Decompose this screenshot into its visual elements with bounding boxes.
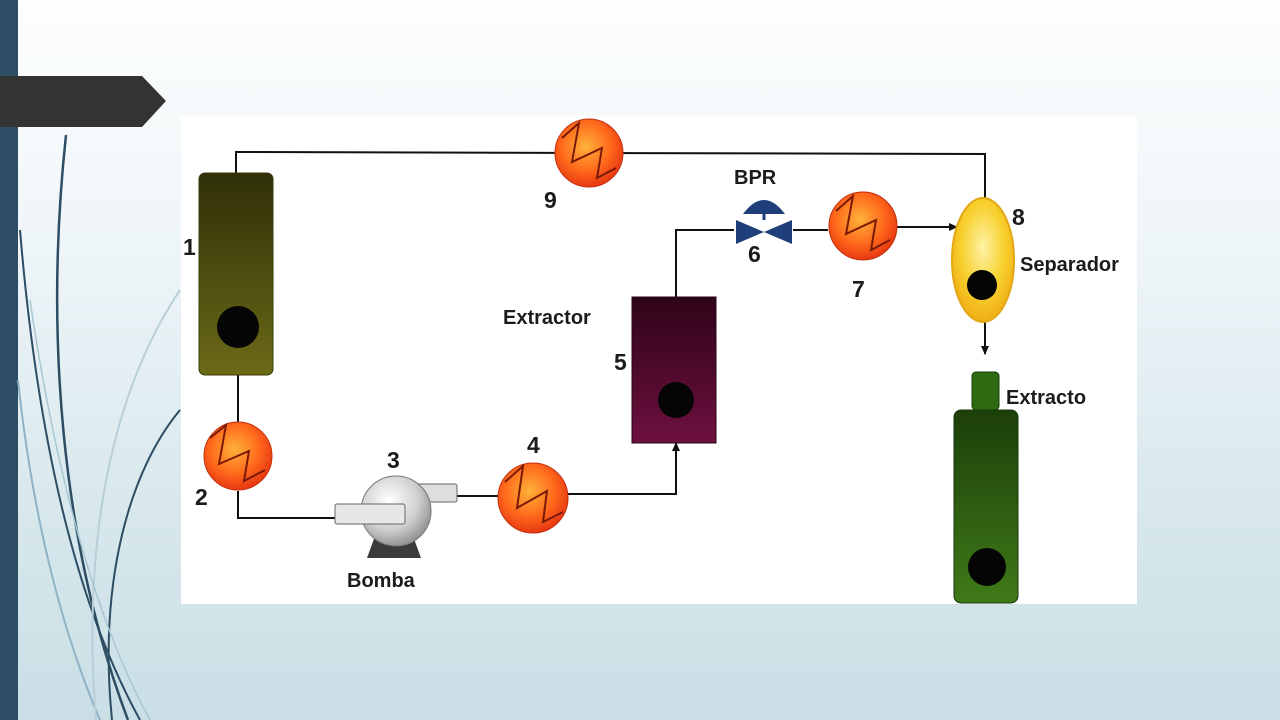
- label-extracto: Extracto: [1006, 387, 1086, 409]
- diagram-canvas: 1 2 3 4 5 6 7 8 9 BPR Extractor Separado…: [183, 118, 1119, 604]
- process-flow-diagram: 1 2 3 4 5 6 7 8 9 BPR Extractor Separado…: [181, 116, 1137, 604]
- label-bpr: BPR: [734, 167, 777, 189]
- label-extractor: Extractor: [503, 307, 591, 329]
- pipe-exchanger-4-to-extractor: [567, 442, 680, 495]
- label-6: 6: [748, 241, 761, 267]
- pump-bomba: [334, 475, 458, 558]
- label-bomba: Bomba: [347, 570, 416, 592]
- co2-storage-tank: [198, 172, 274, 376]
- heat-exchanger-7: [828, 191, 898, 261]
- label-7: 7: [852, 276, 865, 302]
- heat-exchanger-2: [203, 421, 273, 491]
- pipe-exchanger-2-to-pump: [237, 491, 339, 519]
- label-9: 9: [544, 187, 557, 213]
- label-4: 4: [527, 432, 540, 458]
- heat-exchanger-9: [554, 118, 624, 188]
- label-1: 1: [183, 234, 196, 260]
- extract-collection-bottle: [953, 371, 1019, 604]
- label-3: 3: [387, 447, 400, 473]
- separator-vessel: [951, 197, 1015, 323]
- label-8: 8: [1012, 204, 1025, 230]
- pipe-extractor-to-bpr: [675, 229, 734, 297]
- label-5: 5: [614, 349, 627, 375]
- label-2: 2: [195, 484, 208, 510]
- heat-exchanger-4: [497, 462, 569, 534]
- slide-left-bar: [0, 0, 18, 720]
- piping-lines: [235, 150, 989, 519]
- bpr-back-pressure-valve: [736, 200, 792, 244]
- title-tab: [0, 76, 166, 127]
- extractor-vessel: [631, 296, 717, 444]
- label-separador: Separador: [1020, 254, 1119, 276]
- decorative-swoosh-lines: [17, 134, 181, 720]
